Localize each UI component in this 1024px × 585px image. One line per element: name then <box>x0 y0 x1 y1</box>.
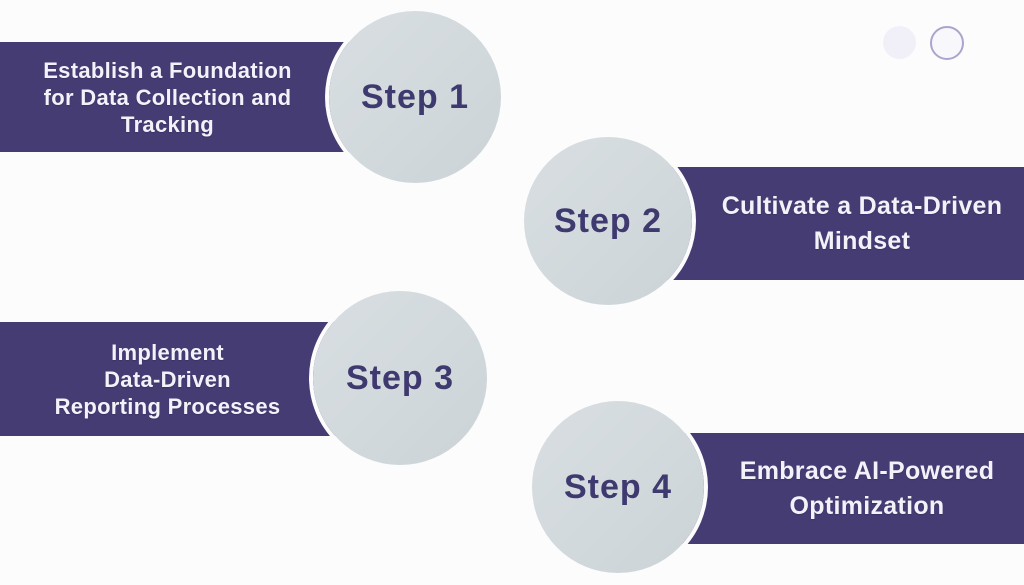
step-1-title-line: Tracking <box>121 111 214 137</box>
step-1-title: Establish a Foundation for Data Collecti… <box>0 57 335 138</box>
step-2-circle: Step 2 <box>524 137 692 305</box>
step-1-circle: Step 1 <box>329 11 501 183</box>
step-4-circle: Step 4 <box>532 401 704 573</box>
step-1-banner: Establish a Foundation for Data Collecti… <box>0 42 360 152</box>
step-1-title-line: for Data Collection and <box>43 84 292 110</box>
step-1-label: Step 1 <box>360 77 470 116</box>
step-2-title: Cultivate a Data-Driven Mindset <box>700 189 1024 259</box>
step-4-title-line: Optimization <box>789 491 945 520</box>
step-2-title-line: Mindset <box>813 226 911 255</box>
step-2-title-line: Cultivate a Data-Driven <box>721 191 1003 220</box>
step-3-label: Step 3 <box>345 358 455 397</box>
step-2-label: Step 2 <box>553 201 663 240</box>
step-3-title-line: Implement <box>111 339 224 365</box>
step-4-title: Embrace AI-Powered Optimization <box>710 454 1024 524</box>
step-4-label: Step 4 <box>563 467 673 506</box>
step-3-title: Implement Data-Driven Reporting Processe… <box>0 339 335 420</box>
step-1-title-line: Establish a Foundation <box>43 57 292 83</box>
step-4-title-line: Embrace AI-Powered <box>739 456 995 485</box>
filled-dot-icon <box>883 26 916 59</box>
step-3-title-line: Data-Driven <box>104 366 231 392</box>
step-3-circle: Step 3 <box>313 291 487 465</box>
outlined-dot-icon <box>930 26 964 60</box>
step-3-title-line: Reporting Processes <box>54 393 281 419</box>
